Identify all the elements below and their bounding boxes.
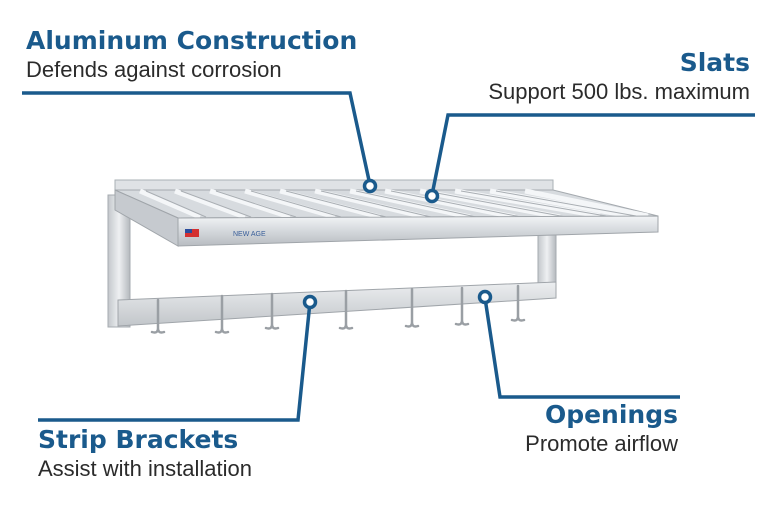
leader-lines bbox=[22, 91, 755, 422]
callout-subtitle: Assist with installation bbox=[38, 456, 252, 481]
callout-slats: Slats Support 500 lbs. maximum bbox=[488, 48, 750, 106]
shelf-body: NEW AGE bbox=[107, 179, 659, 334]
callout-markers bbox=[302, 178, 493, 310]
marker-slats bbox=[424, 188, 440, 204]
callout-openings: Openings Promote airflow bbox=[525, 400, 678, 458]
leader-strip-brackets bbox=[38, 301, 312, 422]
callout-subtitle: Support 500 lbs. maximum bbox=[488, 79, 750, 104]
callout-aluminum-construction: Aluminum Construction Defends against co… bbox=[26, 26, 357, 84]
brand-label: NEW AGE bbox=[233, 231, 266, 238]
callout-subtitle: Promote airflow bbox=[525, 431, 678, 456]
callout-title: Strip Brackets bbox=[38, 425, 239, 454]
hooks bbox=[150, 284, 526, 334]
callout-subtitle: Defends against corrosion bbox=[26, 57, 282, 82]
callout-title: Openings bbox=[544, 400, 678, 429]
marker-aluminum bbox=[362, 178, 378, 194]
pot-rack-bar bbox=[117, 281, 557, 327]
leader-aluminum bbox=[22, 91, 372, 186]
marker-strip-brackets bbox=[302, 294, 318, 310]
slats bbox=[139, 188, 649, 220]
marker-openings bbox=[477, 289, 493, 305]
right-strip-bracket bbox=[537, 229, 557, 291]
leader-openings bbox=[483, 297, 680, 399]
callout-strip-brackets: Strip Brackets Assist with installation bbox=[38, 425, 252, 483]
callout-title: Aluminum Construction bbox=[26, 26, 358, 55]
leader-slats bbox=[430, 113, 755, 196]
callout-title: Slats bbox=[679, 48, 750, 77]
